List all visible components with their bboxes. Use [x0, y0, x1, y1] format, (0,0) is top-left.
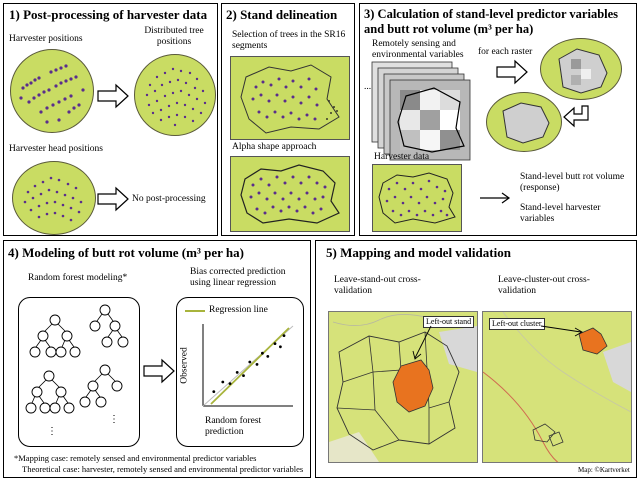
alpha-shape-label: Alpha shape approach	[232, 142, 317, 152]
for-each-raster-label: for each raster	[478, 47, 533, 57]
panel-modeling: 4) Modeling of butt rot volume (m³ per h…	[3, 240, 311, 478]
distributed-trees	[145, 67, 207, 127]
sr16-segments-map	[230, 56, 350, 140]
regression-point	[279, 345, 282, 349]
random-forest-prediction-label: Random forest prediction	[205, 416, 262, 437]
callout-arrow	[412, 325, 432, 360]
regression-point	[273, 342, 277, 345]
bias-corrected-label: Bias corrected prediction using linear r…	[190, 267, 286, 288]
svg-text:⋮: ⋮	[109, 414, 119, 425]
sr16-polygon	[240, 64, 340, 134]
regression-point	[255, 363, 259, 366]
left-out-stand-callout: Left-out stand	[423, 316, 475, 328]
leave-stand-out-map: Left-out stand	[328, 311, 478, 463]
regression-point	[261, 351, 264, 355]
harvester-positions-circle	[10, 49, 94, 133]
left-out-cluster-callout: Left-out cluster	[489, 318, 545, 330]
remote-sensing-label: Remotely sensing and environmental varia…	[372, 39, 464, 60]
return-arrow-icon	[563, 105, 589, 128]
harvester-head-circle	[12, 161, 96, 235]
random-forest-box: ⋮ ⋮	[18, 297, 140, 447]
harvester-positions-label: Harvester positions	[9, 34, 83, 44]
leave-cluster-out-label: Leave-cluster-out cross-validation	[498, 275, 590, 296]
panel-stand-delineation: 2) Stand delineation Selection of trees …	[221, 3, 355, 236]
callout-arrow	[540, 325, 583, 337]
distributed-tree-positions-label: Distributed tree positions	[144, 26, 204, 47]
arrow-right-icon	[97, 83, 129, 109]
regression-plot	[202, 324, 294, 407]
harvester-data-map	[372, 164, 462, 232]
selection-label: Selection of trees in the SR16 segments	[232, 30, 346, 51]
regression-point	[235, 371, 239, 374]
random-forest-modeling-label: Random forest modeling*	[28, 273, 128, 283]
regression-point	[228, 382, 232, 385]
stand-map-features	[329, 314, 477, 462]
harvester-data-label: Harvester data	[374, 152, 430, 162]
stand-level-butt-rot-label: Stand-level butt rot volume (response)	[520, 172, 625, 193]
cluster-map-features	[483, 312, 631, 462]
panel-post-processing: 1) Post-processing of harvester data Har…	[3, 3, 218, 236]
footnote-mapping-case: *Mapping case: remotely sensed and envir…	[14, 453, 257, 463]
arrow-right-icon	[496, 59, 528, 85]
decision-trees-icon: ⋮ ⋮	[25, 304, 129, 437]
arrow-right-icon	[97, 186, 129, 212]
panel3-title-line2: and butt rot volume (m³ per ha)	[364, 22, 534, 36]
regression-legend-line	[185, 310, 205, 312]
harvester-data-polygon	[378, 172, 456, 224]
raster-stack-icon	[371, 61, 471, 161]
regression-point	[242, 374, 245, 377]
panel1-title: 1) Post-processing of harvester data	[9, 7, 208, 22]
arrow-right-icon	[143, 358, 175, 384]
stand-average-circle	[486, 92, 562, 152]
panel-stand-level-variables: 3) Calculation of stand-level predictor …	[359, 3, 637, 236]
observed-label: Observed	[179, 347, 190, 384]
panel3-title-line1: 3) Calculation of stand-level predictor …	[364, 7, 619, 21]
no-post-processing-label: No post-processing	[132, 194, 206, 204]
ellipsis-label: ...	[364, 82, 372, 92]
panel4-title: 4) Modeling of butt rot volume (m³ per h…	[8, 245, 244, 260]
regression-point	[248, 360, 252, 364]
distributed-tree-circle	[134, 54, 216, 136]
arrow-right-icon	[480, 192, 511, 204]
harvester-head-positions-label: Harvester head positions	[9, 144, 103, 154]
panel2-title: 2) Stand delineation	[226, 7, 338, 22]
regression-point	[221, 380, 225, 384]
regression-point	[266, 355, 270, 358]
harvester-tracks	[19, 64, 85, 124]
stand-level-harvester-label: Stand-level harvester variables	[520, 203, 601, 224]
stand-average-shape	[502, 102, 550, 144]
harvester-head-points	[23, 176, 83, 222]
leave-stand-out-label: Leave-stand-out cross-validation	[334, 275, 421, 296]
alpha-shape-map	[230, 156, 350, 232]
regression-box: Regression line Observed Random forest p…	[176, 297, 304, 447]
leave-cluster-out-map: Left-out cluster	[482, 311, 632, 463]
alpha-shape-polygon	[240, 164, 340, 224]
panel-mapping-validation: 5) Mapping and model validation Leave-st…	[315, 240, 637, 478]
regression-point	[212, 390, 216, 393]
regression-line-label: Regression line	[209, 305, 268, 315]
footnote-theoretical-case: Theoretical case: harvester, remotely se…	[22, 464, 304, 474]
panel5-title: 5) Mapping and model validation	[326, 245, 511, 260]
regression-point	[282, 334, 286, 337]
raster-mask-circle	[540, 38, 622, 100]
raster-mask	[558, 48, 608, 94]
svg-text:⋮: ⋮	[47, 426, 57, 437]
map-credit: Map: ©Kartverket	[578, 466, 630, 474]
